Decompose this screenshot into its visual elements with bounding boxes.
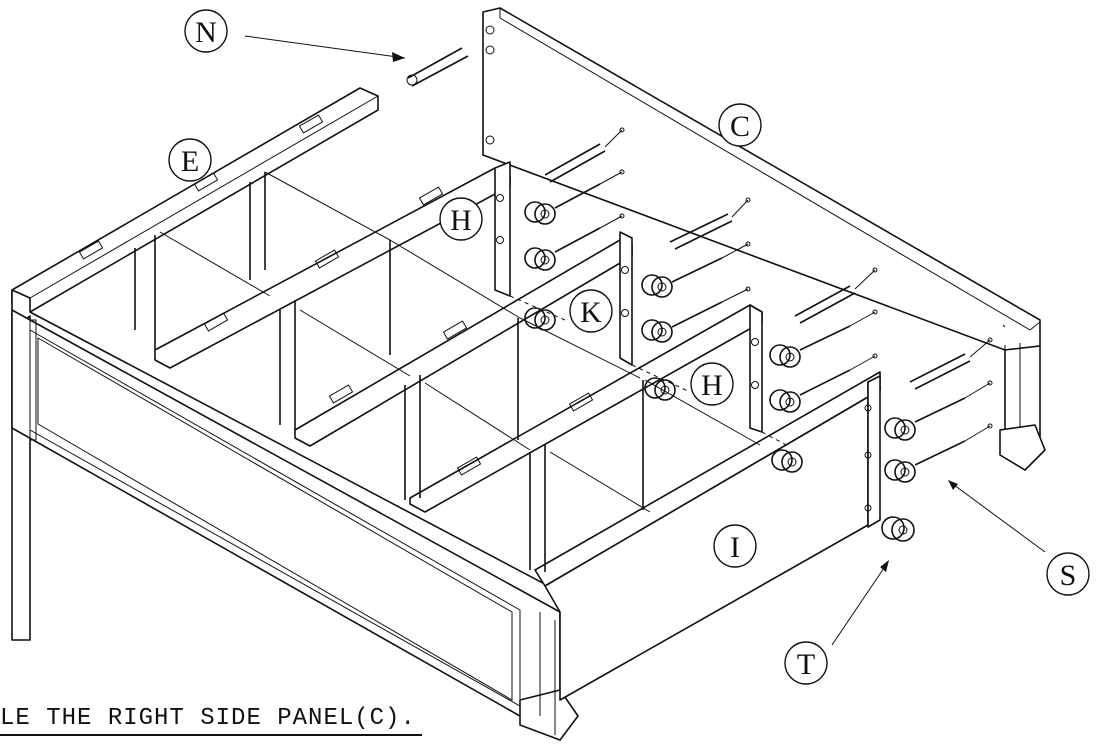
label-i-text: I	[730, 531, 740, 564]
rail-e	[11, 87, 379, 313]
label-t: T	[784, 641, 828, 685]
shelf-grid	[134, 167, 881, 587]
bolts	[406, 47, 993, 466]
panel-h-lower	[749, 304, 806, 456]
label-n: N	[184, 9, 228, 53]
label-e: E	[168, 138, 212, 182]
label-c-text: C	[730, 110, 750, 143]
side-panel-c	[482, 7, 1046, 471]
label-t-text: T	[797, 648, 815, 681]
cam-locks	[524, 201, 916, 542]
front-frame	[11, 289, 579, 741]
label-e-text: E	[181, 145, 199, 178]
label-s-text: S	[1060, 559, 1077, 592]
panel-h-upper	[494, 161, 566, 321]
leader-lines	[244, 35, 1046, 646]
label-i: I	[713, 524, 757, 568]
label-n-text: N	[195, 16, 217, 49]
label-k-text: K	[580, 296, 602, 329]
label-c: C	[718, 103, 762, 147]
label-h-upper: H	[439, 197, 483, 241]
instruction-caption: LE THE RIGHT SIDE PANEL(C).	[0, 704, 422, 736]
label-h-lower-text: H	[701, 369, 723, 402]
label-k: K	[569, 289, 613, 333]
label-s: S	[1046, 552, 1090, 596]
label-h-lower: H	[690, 362, 734, 406]
label-h-upper-text: H	[450, 204, 472, 237]
panel-k	[619, 231, 691, 393]
